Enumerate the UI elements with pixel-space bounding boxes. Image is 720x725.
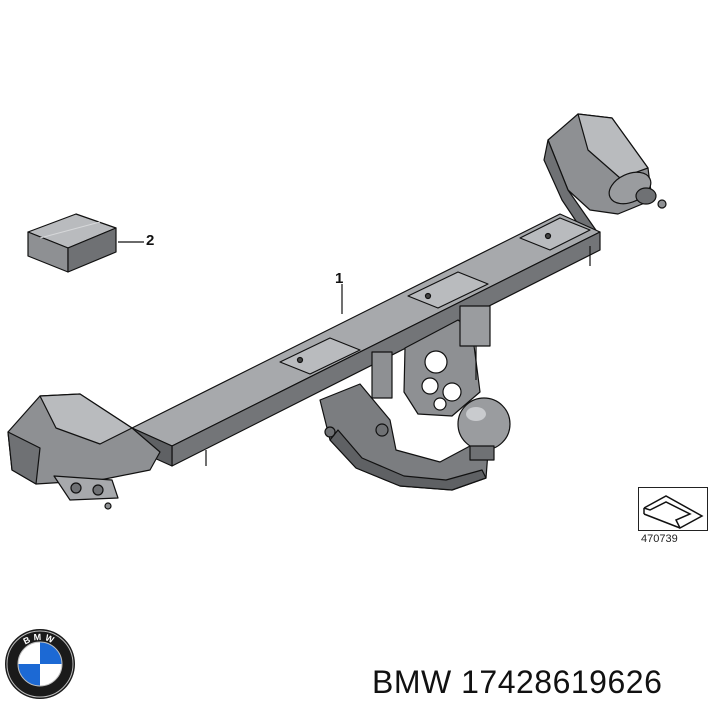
callout-label-2: 2 <box>146 232 155 249</box>
bmw-logo-icon <box>5 629 75 699</box>
electrical-kit-box <box>27 213 117 273</box>
tow-hitch-assembly <box>7 113 667 510</box>
reference-number: 470739 <box>641 533 678 545</box>
caption-part-number: 17428619626 <box>461 664 663 700</box>
callout-label-1: 1 <box>335 270 344 287</box>
part-caption: BMW 17428619626 <box>372 664 662 701</box>
caption-brand: BMW <box>372 664 452 700</box>
reference-box <box>638 487 708 531</box>
reference-pictogram <box>643 495 704 530</box>
